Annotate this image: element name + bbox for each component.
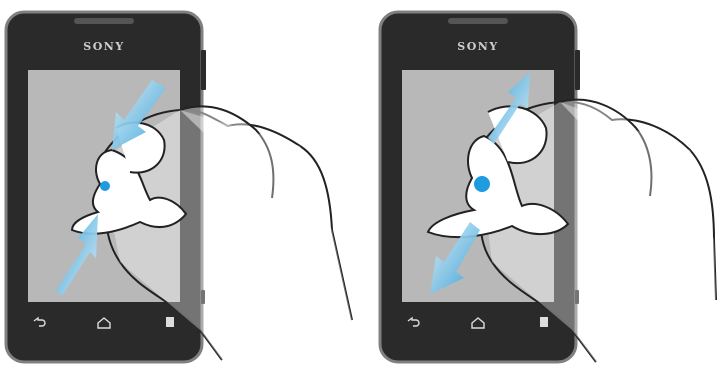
- brand-logo: SONY: [83, 40, 124, 53]
- earpiece-speaker: [74, 18, 134, 24]
- earpiece-speaker: [448, 18, 508, 24]
- brand-logo: SONY: [457, 40, 498, 53]
- menu-icon[interactable]: [166, 317, 174, 327]
- menu-icon[interactable]: [540, 317, 548, 327]
- center-dot: [474, 176, 490, 192]
- side-button: [201, 50, 206, 90]
- center-dot: [100, 181, 110, 191]
- side-button: [575, 50, 580, 90]
